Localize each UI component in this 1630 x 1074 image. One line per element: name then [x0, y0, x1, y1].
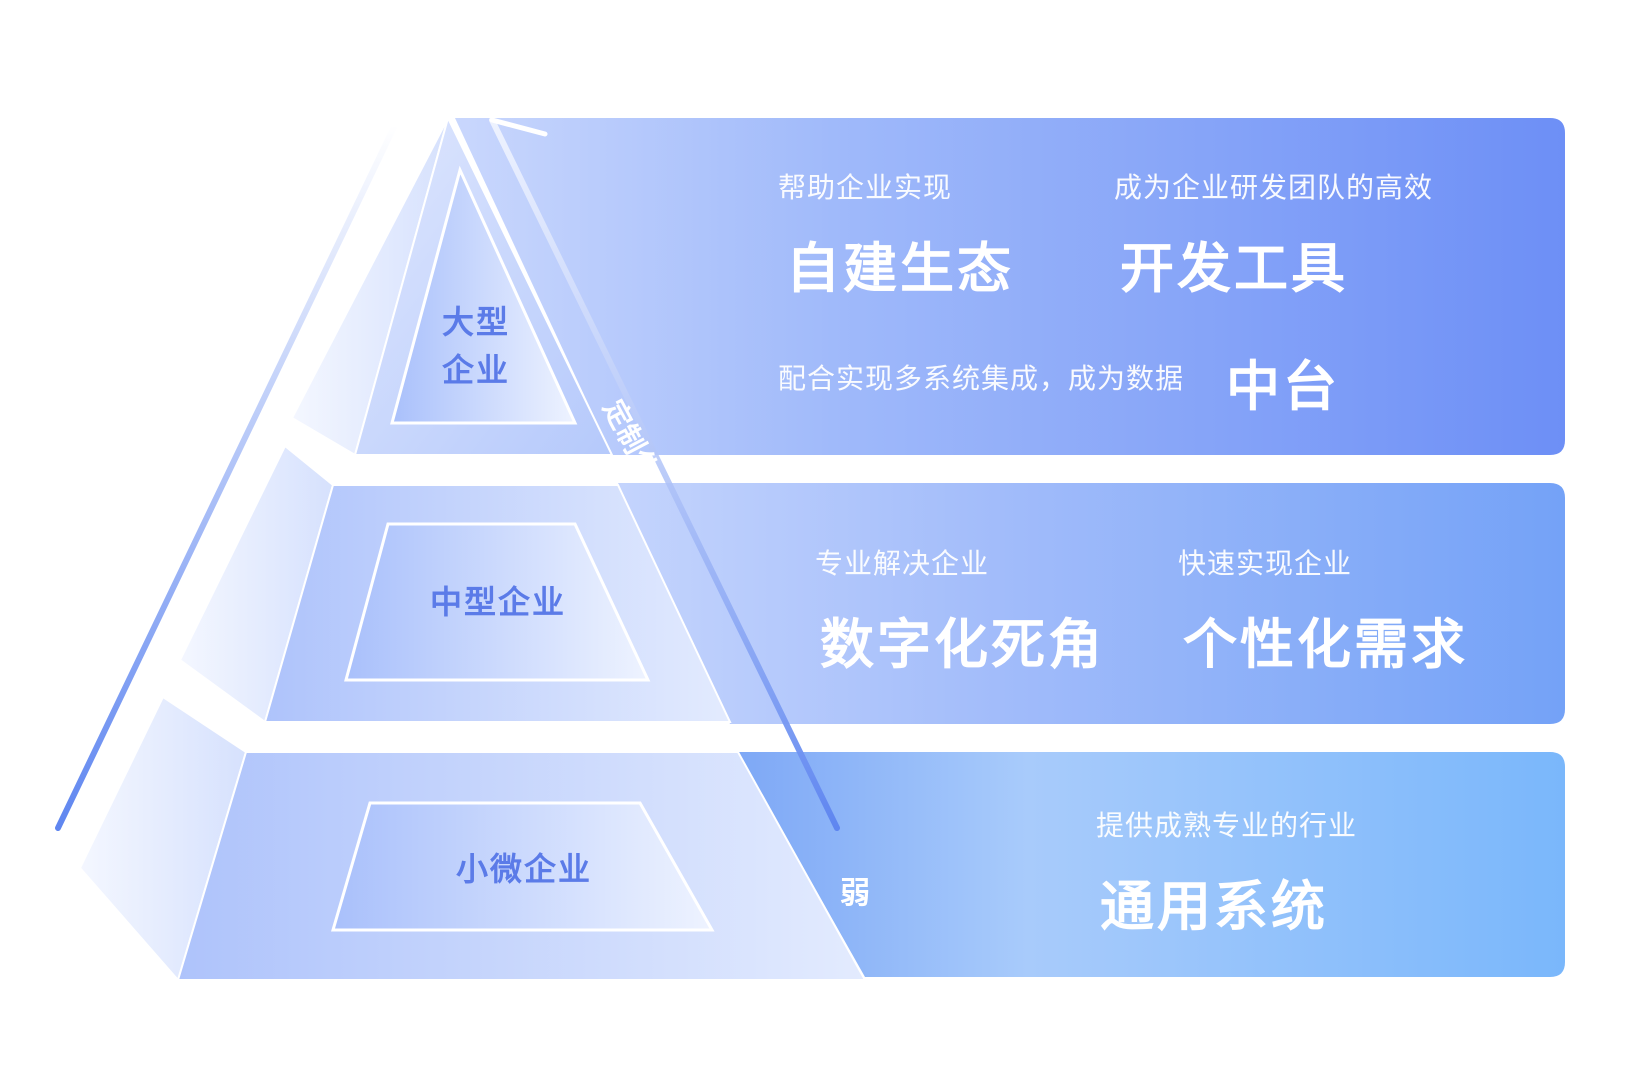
band-small — [738, 752, 1565, 977]
medium-sub1: 专业解决企业 — [815, 547, 990, 580]
tier-large-inner — [390, 165, 578, 425]
left-axis-line — [55, 122, 398, 831]
large-sub1: 帮助企业实现 — [778, 171, 953, 204]
small-sub1: 提供成熟专业的行业 — [1096, 809, 1358, 842]
large-main2: 开发工具 — [1120, 237, 1348, 300]
large-main1: 自建生态 — [786, 237, 1014, 300]
medium-main2: 个性化需求 — [1183, 613, 1468, 676]
tier-large-label-line1: 大型 — [441, 303, 510, 341]
tier-small-label: 小微企业 — [455, 850, 592, 888]
tier-large-label: 大型 企业 — [430, 298, 522, 394]
large-sub3: 配合实现多系统集成，成为数据 — [778, 362, 1185, 395]
right-axis-line — [489, 117, 840, 831]
axis-bottom-label: 弱 — [840, 876, 870, 911]
left-axis-tick — [349, 121, 401, 135]
band-medium — [618, 483, 1565, 724]
tier-medium-inner — [344, 522, 651, 682]
tier-small-inner — [331, 801, 715, 932]
large-sub2: 成为企业研发团队的高效 — [1114, 171, 1434, 204]
tier-large-label-line2: 企业 — [441, 351, 510, 389]
band-large — [455, 118, 1565, 455]
tier-medium-label: 中型企业 — [429, 583, 566, 621]
medium-sub2: 快速实现企业 — [1178, 547, 1353, 580]
right-axis-arrowhead — [489, 117, 548, 137]
large-main3: 中台 — [1226, 355, 1340, 418]
small-main1: 通用系统 — [1100, 875, 1328, 938]
medium-main1: 数字化死角 — [820, 613, 1105, 676]
